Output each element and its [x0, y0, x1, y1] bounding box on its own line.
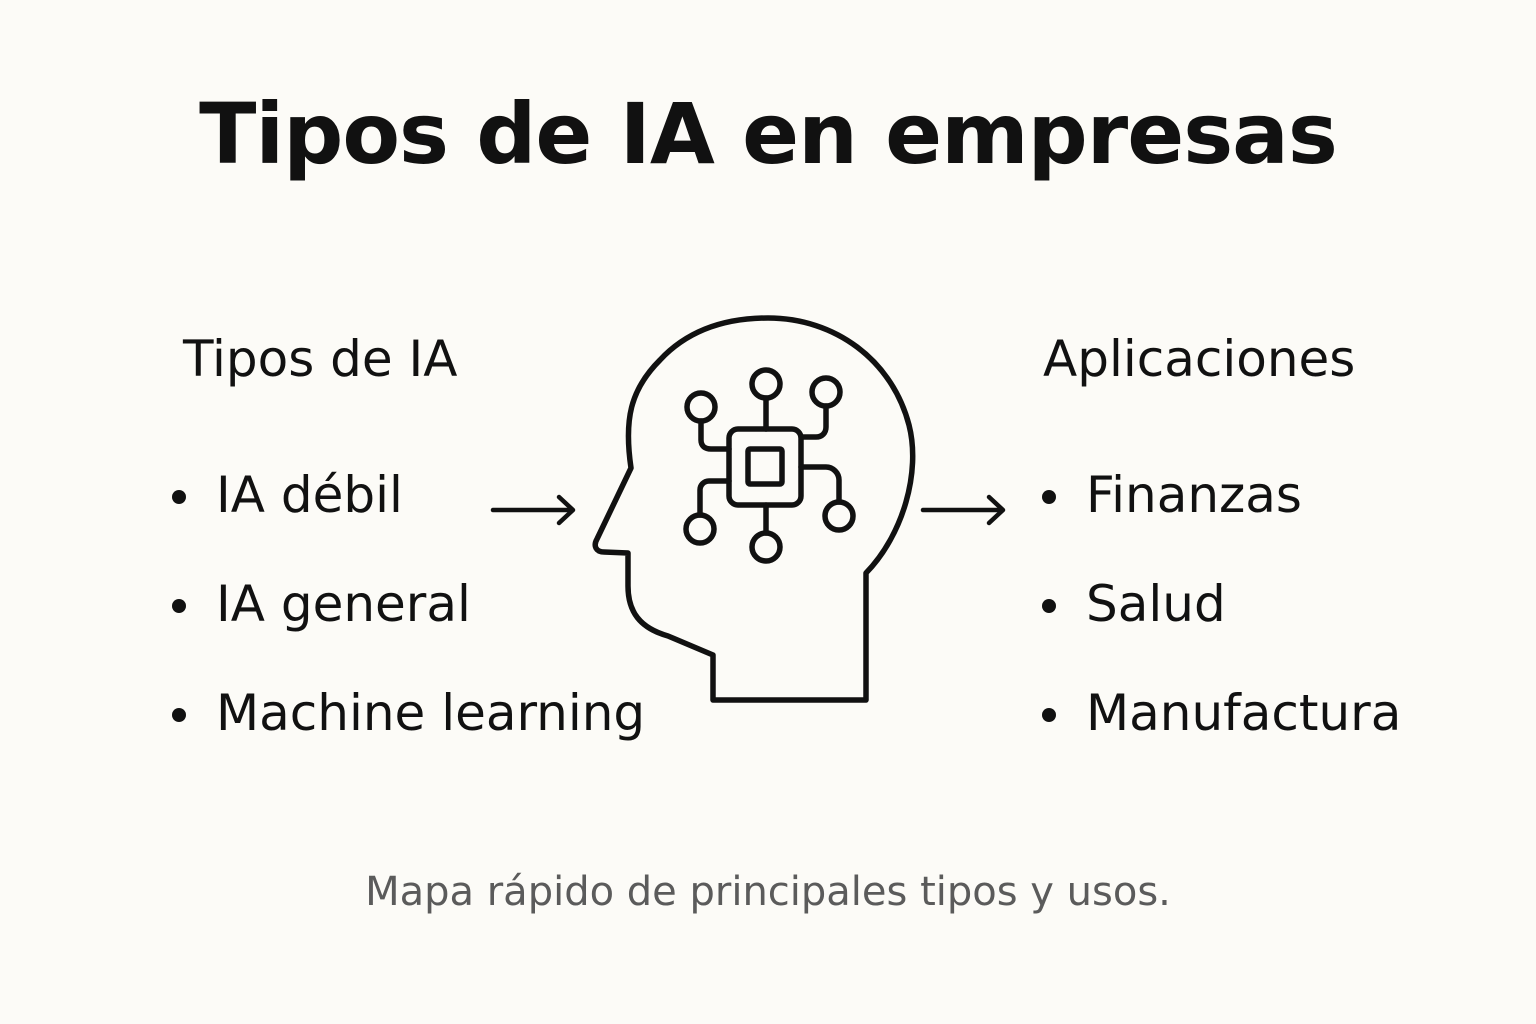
- list-item-label: Finanzas: [1086, 466, 1302, 524]
- arrow-right-icon: [490, 494, 576, 526]
- bullet-icon: [172, 490, 186, 504]
- bullet-icon: [1042, 490, 1056, 504]
- list-item: Machine learning: [172, 686, 645, 795]
- bullet-icon: [172, 708, 186, 722]
- list-item-label: Manufactura: [1086, 684, 1402, 742]
- applications-heading: Aplicaciones: [1043, 330, 1356, 388]
- ai-types-list: IA débil IA general Machine learning: [172, 468, 645, 795]
- list-item-label: IA general: [216, 575, 471, 633]
- arrow-right-icon: [920, 494, 1006, 526]
- diagram-title: Tipos de IA en empresas: [199, 85, 1338, 183]
- list-item: IA general: [172, 577, 645, 686]
- diagram-caption: Mapa rápido de principales tipos y usos.: [365, 869, 1171, 915]
- list-item: IA débil: [172, 468, 645, 577]
- head-with-circuit-chip-icon: [592, 315, 916, 703]
- list-item-label: Salud: [1086, 575, 1226, 633]
- list-item-label: Machine learning: [216, 684, 646, 742]
- applications-list: Finanzas Salud Manufactura: [1042, 468, 1401, 795]
- bullet-icon: [1042, 708, 1056, 722]
- bullet-icon: [172, 599, 186, 613]
- ai-types-heading: Tipos de IA: [183, 330, 458, 388]
- bullet-icon: [1042, 599, 1056, 613]
- list-item: Manufactura: [1042, 686, 1401, 795]
- list-item: Salud: [1042, 577, 1401, 686]
- list-item-label: IA débil: [216, 466, 403, 524]
- list-item: Finanzas: [1042, 468, 1401, 577]
